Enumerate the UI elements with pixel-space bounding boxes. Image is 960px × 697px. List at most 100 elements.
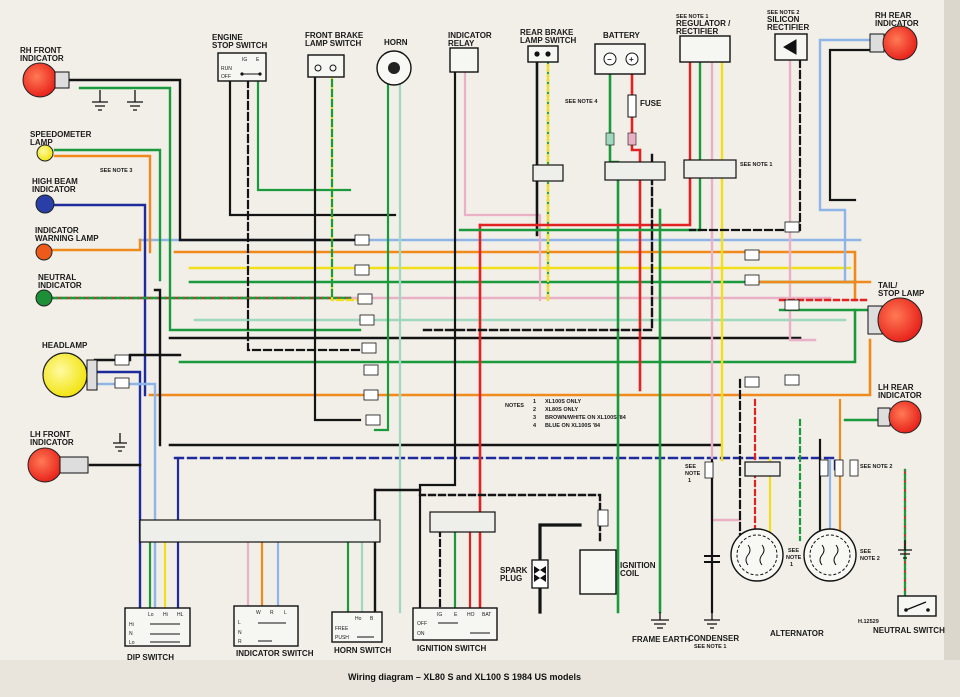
wire-left-black-riser: [153, 288, 162, 447]
see-note-3: SEE NOTE 3: [100, 168, 132, 174]
neutral-switch-label: NEUTRAL SWITCH: [873, 626, 945, 635]
svg-text:E: E: [256, 57, 260, 63]
wire-fbrake-1: [313, 73, 362, 422]
svg-text:FREE: FREE: [335, 626, 349, 632]
wire-speedo: [53, 148, 162, 282]
horn-switch: Ho B FREE PUSH HORN SWITCH: [331, 611, 392, 655]
battery-label: BATTERY: [603, 31, 641, 40]
earth-symbol-left-1: [92, 90, 143, 111]
ignition-switch: IG E HO BAT OFF ON IGNITION SWITCH: [412, 607, 498, 653]
svg-text:HL: HL: [177, 612, 184, 618]
condenser: CONDENSER SEE NOTE 1 SEE NOTE 1: [685, 464, 739, 650]
svg-text:OFF: OFF: [221, 74, 231, 80]
harness-sleeves: [139, 159, 781, 543]
neutral-switch: NEUTRAL SWITCH H.12529: [858, 540, 945, 635]
tail-stop-lamp: TAIL/STOP LAMP: [867, 281, 925, 343]
condenser-note-see: SEE: [685, 464, 696, 470]
svg-text:NOTE: NOTE: [685, 471, 701, 477]
svg-text:IG: IG: [437, 612, 442, 618]
svg-text:1: 1: [790, 562, 793, 568]
wire-engine-stop-2: [246, 78, 362, 352]
frame-earth: FRAME EARTH: [632, 612, 690, 644]
svg-text:NOTE: NOTE: [786, 555, 802, 561]
dip-switch-label: DIP SWITCH: [127, 653, 174, 662]
battery: BATTERY − + SEE NOTE 4 FUSE: [565, 31, 662, 146]
svg-text:IG: IG: [242, 57, 247, 63]
wire-engine-stop-1: [228, 78, 397, 217]
svg-text:SEE: SEE: [788, 548, 799, 554]
page-edge: [944, 0, 960, 697]
svg-text:RUN: RUN: [221, 66, 232, 72]
frame-earth-label: FRAME EARTH: [632, 635, 690, 644]
svg-text:BROWN/WHITE ON XL100S '84: BROWN/WHITE ON XL100S '84: [545, 415, 627, 421]
svg-text:3: 3: [533, 415, 536, 421]
svg-text:L: L: [284, 610, 287, 616]
wire-orange-top: [173, 250, 857, 302]
wire-highbeam: [48, 203, 147, 397]
notes-block: NOTES 1 XL100S ONLY 2 XL80S ONLY 3 BROWN…: [505, 399, 627, 429]
notes-heading: NOTES: [505, 403, 524, 409]
svg-text:Ho: Ho: [355, 616, 362, 622]
alternator-label: ALTERNATOR: [770, 629, 824, 638]
condenser-label: CONDENSER: [688, 634, 739, 643]
regulator-rectifier: SEE NOTE 1 REGULATOR /RECTIFIER SEE NOTE…: [676, 14, 772, 168]
ignition-switch-label: IGNITION SWITCH: [417, 644, 487, 653]
svg-text:NOTE 2: NOTE 2: [860, 556, 880, 562]
svg-text:BLUE ON XL100S '84: BLUE ON XL100S '84: [545, 423, 601, 429]
svg-text:Lo: Lo: [148, 612, 154, 618]
alternator: ALTERNATOR SEE NOTE 1 SEE NOTE 2 SEE NOT…: [730, 464, 892, 638]
rectifier-see-note-2: SEE NOTE 2: [767, 10, 799, 16]
svg-text:B: B: [370, 616, 374, 622]
svg-text:ON: ON: [417, 631, 425, 637]
svg-text:L: L: [238, 620, 241, 626]
svg-text:PUSH: PUSH: [335, 635, 349, 641]
svg-text:R: R: [270, 610, 274, 616]
svg-text:4: 4: [533, 423, 537, 429]
condenser-see-note-1: SEE NOTE 1: [694, 644, 726, 650]
alternator-see-note-2: SEE NOTE 2: [860, 464, 892, 470]
svg-text:R: R: [238, 639, 242, 645]
connector-blocks: [114, 221, 859, 527]
wire-headlamp-1: [93, 353, 182, 362]
svg-text:Hi: Hi: [129, 622, 134, 628]
svg-text:HO: HO: [467, 612, 475, 618]
svg-text:N: N: [238, 630, 242, 636]
svg-text:Lo: Lo: [129, 640, 135, 646]
diagram-caption: Wiring diagram – XL80 S and XL100 S 1984…: [348, 672, 581, 682]
fuse-label: FUSE: [640, 99, 662, 108]
wire-relay-1: [418, 70, 457, 614]
wire-batt-red: [478, 158, 692, 227]
horn-switch-label: HORN SWITCH: [334, 646, 392, 655]
indicator-switch: W R L L N R INDICATOR SWITCH: [233, 605, 314, 658]
wire-rh-front-ind: [68, 78, 357, 242]
wire-rh-front-ind-green: [78, 86, 362, 332]
dip-switch: Lo Hi HL Hi N Lo DIP SWITCH: [124, 607, 191, 662]
regulator-sleeve-see-note-1: SEE NOTE 1: [740, 162, 772, 168]
wire-srect-2: [688, 58, 802, 232]
headlamp-label: HEADLAMP: [42, 341, 88, 350]
svg-text:XL100S ONLY: XL100S ONLY: [545, 399, 582, 405]
battery-pos-terminal: +: [629, 55, 634, 64]
